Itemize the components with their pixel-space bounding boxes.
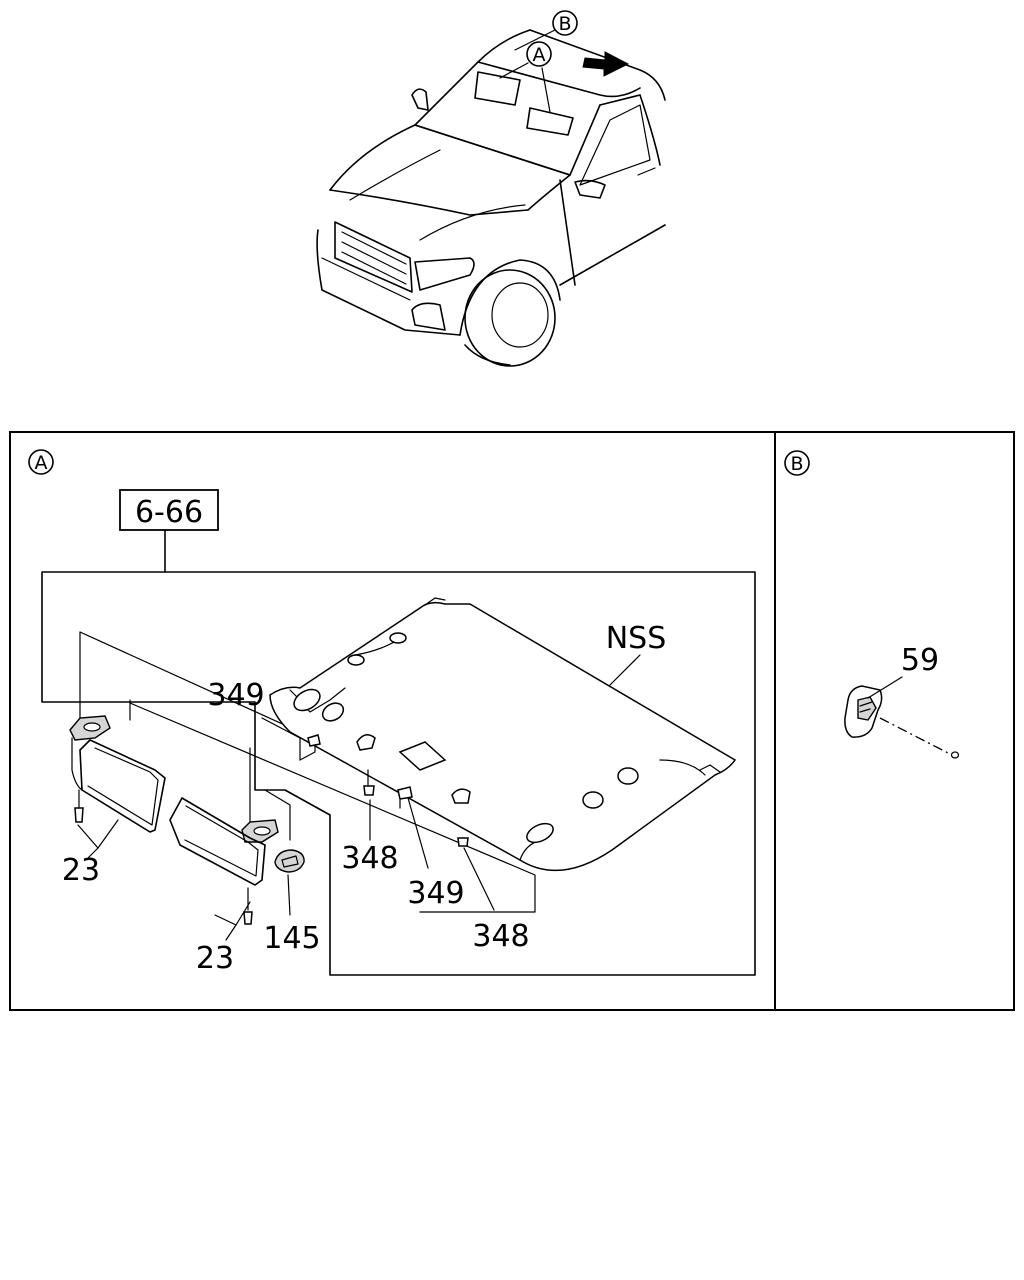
vehicle-overview bbox=[316, 29, 666, 367]
reference-box: 6-66 bbox=[119, 489, 219, 573]
clip-349-bottom bbox=[397, 786, 413, 809]
label-59: 59 bbox=[901, 643, 939, 678]
sun-visor-left bbox=[69, 715, 166, 833]
label-348-bottom: 348 bbox=[472, 919, 529, 954]
svg-text:A: A bbox=[533, 44, 546, 66]
headliner-nss bbox=[269, 597, 737, 872]
grip-cover-145 bbox=[274, 849, 305, 873]
svg-text:6-66: 6-66 bbox=[135, 495, 203, 530]
hook-axis-line bbox=[879, 717, 951, 755]
label-348-mid: 348 bbox=[341, 841, 398, 876]
hook-mount-hole bbox=[950, 751, 960, 759]
leader-lines-a bbox=[77, 654, 641, 941]
label-349-top: 349 bbox=[207, 678, 264, 713]
svg-text:A: A bbox=[35, 452, 48, 474]
sun-visor-right bbox=[169, 797, 279, 925]
clip-348-bottom bbox=[457, 837, 469, 847]
clip-348-mid bbox=[363, 769, 375, 796]
visor-bracket bbox=[79, 631, 301, 761]
detail-frame bbox=[9, 431, 1015, 1011]
panel-b-marker: B bbox=[784, 450, 810, 476]
assembly-bracket bbox=[41, 571, 756, 976]
hook-59 bbox=[844, 685, 883, 738]
clip-349-top bbox=[307, 734, 321, 747]
front-direction-arrow bbox=[582, 51, 630, 77]
panel-a-marker: A bbox=[28, 449, 54, 475]
svg-text:B: B bbox=[790, 453, 803, 475]
svg-text:B: B bbox=[558, 13, 571, 35]
leader-line-59 bbox=[867, 676, 903, 699]
label-23-right: 23 bbox=[196, 941, 234, 976]
label-nss: NSS bbox=[606, 621, 667, 656]
label-23-left: 23 bbox=[62, 853, 100, 888]
callout-a-marker: A bbox=[526, 41, 552, 67]
label-349-bottom: 349 bbox=[407, 876, 464, 911]
callout-b-marker: B bbox=[552, 10, 578, 36]
label-145: 145 bbox=[263, 921, 320, 956]
